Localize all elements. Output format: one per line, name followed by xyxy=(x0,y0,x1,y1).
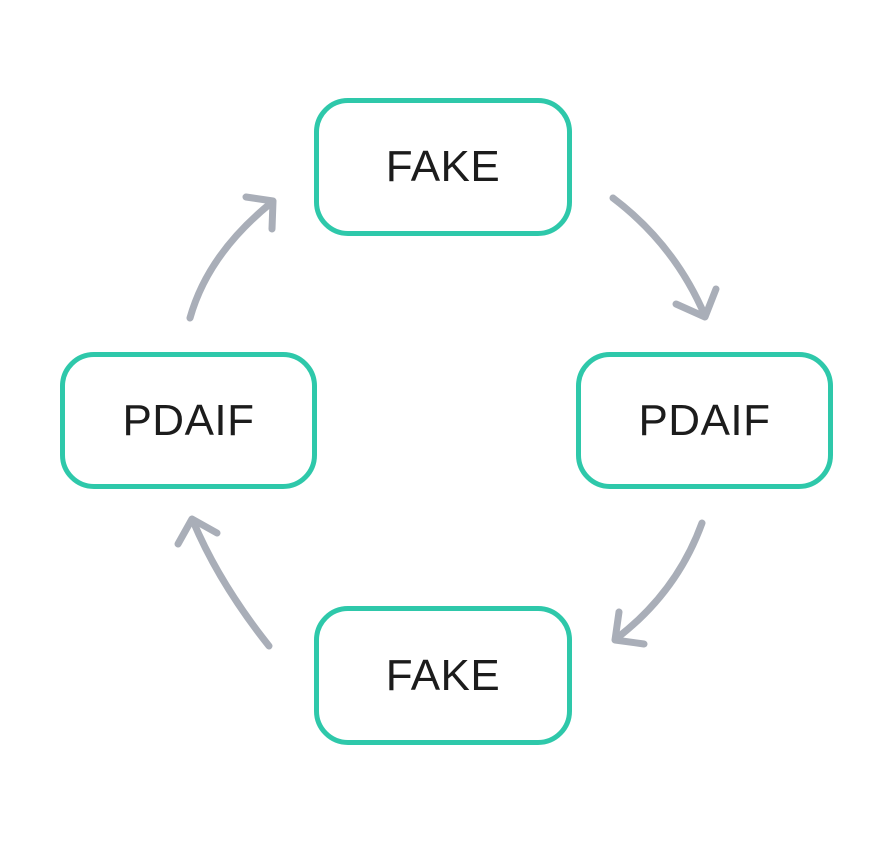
arrow-top-to-right xyxy=(609,194,720,321)
node-pdaif-right: PDAIF xyxy=(576,352,833,489)
node-label: FAKE xyxy=(385,142,501,191)
node-label: FAKE xyxy=(385,650,501,700)
arrowhead-icon xyxy=(174,515,221,548)
arrow-curve xyxy=(613,519,706,642)
arrowhead-icon xyxy=(672,285,720,321)
arrow-curve xyxy=(609,194,709,320)
arrow-left-to-top xyxy=(186,193,277,322)
arrow-right-to-bottom xyxy=(611,519,706,648)
node-fake-top: FAKE xyxy=(314,98,572,236)
node-label: PDAIF xyxy=(638,395,771,445)
arrow-bottom-to-left xyxy=(174,515,273,650)
node-pdaif-left: PDAIF xyxy=(60,352,317,489)
node-fake-bottom: FAKE xyxy=(314,606,572,745)
arrowhead-icon xyxy=(242,193,277,233)
arrow-curve xyxy=(189,517,273,650)
node-label: PDAIF xyxy=(122,395,255,445)
arrowhead-icon xyxy=(611,608,648,648)
arrow-curve xyxy=(186,199,275,322)
